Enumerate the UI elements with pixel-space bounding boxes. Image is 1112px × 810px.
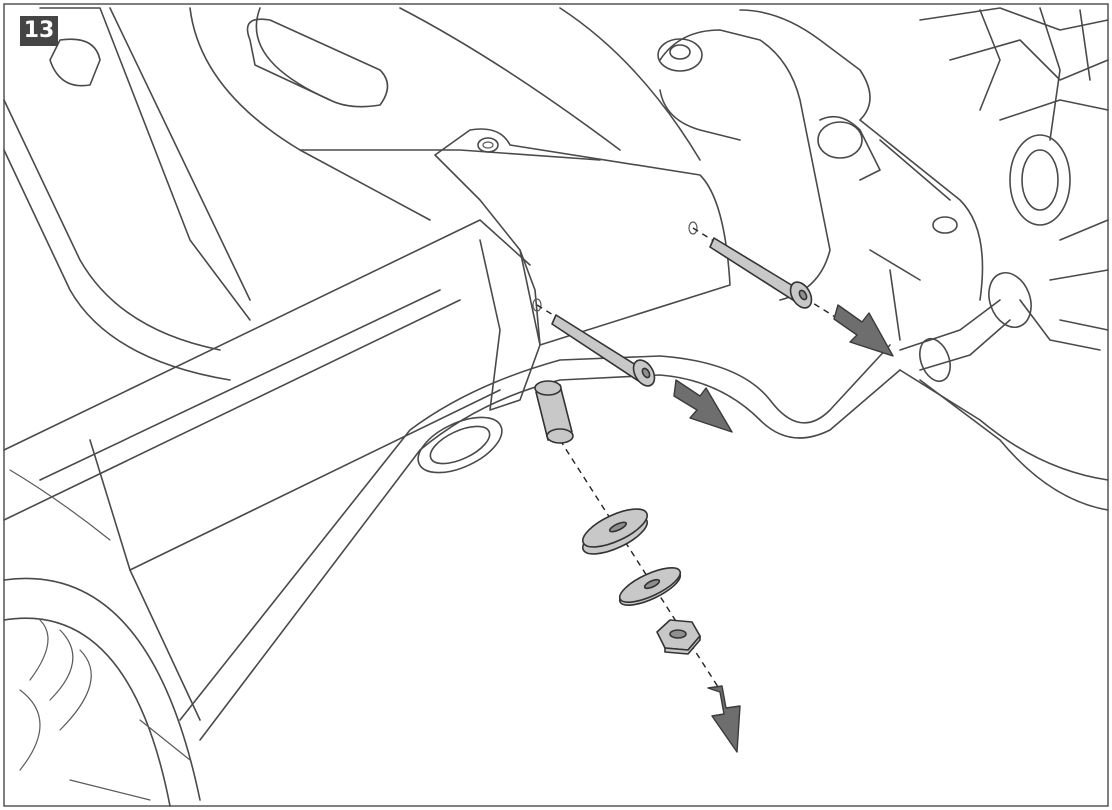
bolt [551, 314, 656, 387]
hose-fitting [869, 249, 1032, 383]
bolt [709, 237, 813, 309]
removal-arrow [673, 379, 733, 433]
rear-tire [3, 577, 201, 807]
bracket-plate [434, 128, 731, 411]
thin-washer [618, 567, 682, 606]
shock-absorber [657, 9, 984, 301]
thick-washer [582, 508, 648, 555]
step-number-badge: 13 [20, 16, 58, 46]
frame-grommet [417, 416, 503, 474]
fuel-tank-outline [189, 7, 701, 221]
spacer-sleeve [534, 380, 574, 444]
subframe-tube [179, 344, 1109, 741]
radiator-cooling-fins [919, 7, 1109, 351]
frame-tube [3, 219, 531, 721]
removal-arrow [707, 685, 741, 753]
hex-nut [656, 619, 701, 655]
seat-outline [3, 7, 251, 381]
removal-arrow [833, 304, 894, 357]
illustration-border [3, 3, 1109, 807]
